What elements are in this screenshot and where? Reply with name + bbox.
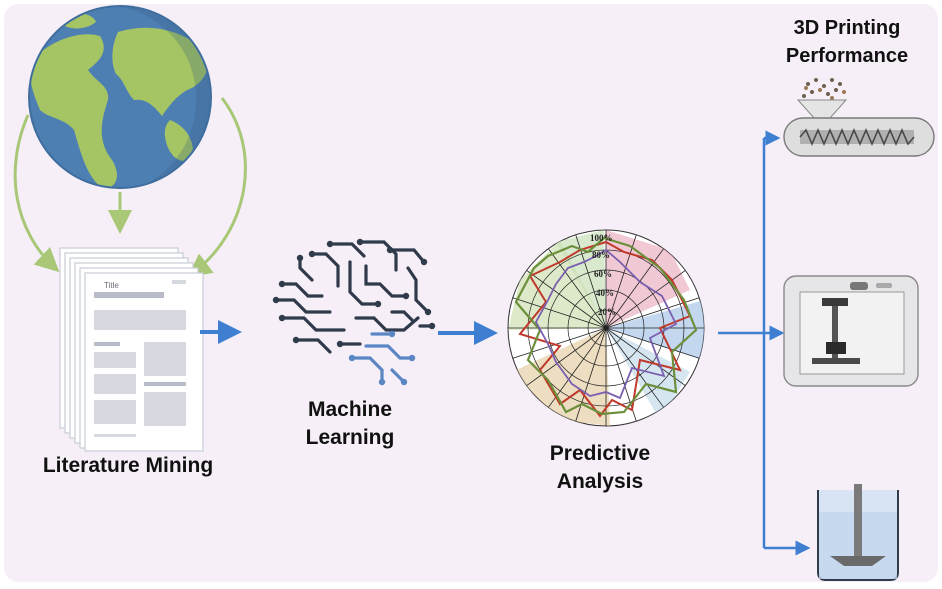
brain-circuit-icon <box>272 238 436 386</box>
document-stack-icon <box>59 247 204 452</box>
predictive-analysis-label-line1: Predictive <box>549 442 651 465</box>
mixer-beaker-icon <box>817 484 899 581</box>
literature-mining-label: Literature Mining <box>42 454 214 477</box>
extruder-icon <box>783 78 935 157</box>
output-connectors <box>718 130 811 556</box>
printing-performance-label-line1: 3D Printing <box>793 17 901 39</box>
tick-label-20: 20% <box>598 307 616 317</box>
3d-printer-icon <box>783 275 919 387</box>
tick-label-80: 80% <box>592 250 610 260</box>
tick-label-40: 40% <box>596 288 614 298</box>
globe-icon <box>28 5 212 189</box>
document-title: Title <box>104 281 119 290</box>
printing-performance-label-line2: Performance <box>785 45 909 67</box>
predictive-analysis-label-line2: Analysis <box>556 470 644 493</box>
machine-learning-label-line2: Learning <box>305 426 395 449</box>
tick-label-100: 100% <box>590 233 613 243</box>
globe-to-documents-arrows <box>13 97 247 278</box>
tick-label-60: 60% <box>594 269 612 279</box>
radar-tick-labels: 100% 80% 60% 40% 20% <box>590 233 616 317</box>
machine-learning-label-line1: Machine <box>307 398 393 421</box>
background-panel <box>4 4 938 582</box>
radar-chart-icon: 100% 80% 60% 40% 20% <box>507 229 705 427</box>
